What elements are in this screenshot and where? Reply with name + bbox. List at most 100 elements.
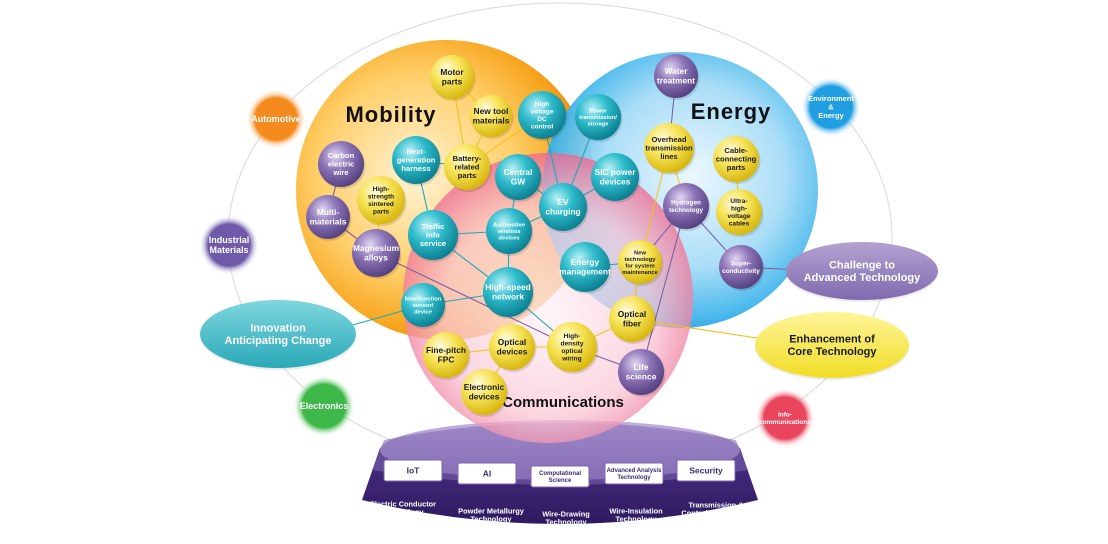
node-bubble	[430, 55, 474, 99]
node-bubble	[489, 324, 535, 370]
node-bubble	[401, 283, 445, 327]
node-bubble	[575, 94, 621, 140]
outer-item-info: Info-communications	[755, 388, 815, 448]
outer-item-automotive: Automotive	[246, 89, 306, 149]
node-bubble	[539, 183, 587, 231]
connector-line	[375, 252, 573, 348]
node-bubble	[618, 349, 664, 395]
node-bubble	[547, 322, 597, 372]
node-bubble	[495, 154, 541, 200]
energy-title: Energy	[691, 99, 772, 124]
node-bubble	[716, 189, 762, 235]
node-bubble	[719, 245, 763, 289]
node-bubble	[713, 136, 759, 182]
outer-item-label: Info-communications	[759, 412, 811, 426]
outer-item-label: Environment&Energy	[808, 94, 854, 120]
node-label: Multi-materials	[310, 207, 347, 226]
platform-box-label: AI	[483, 468, 492, 478]
outer-item-electronics: Electronics	[293, 375, 355, 437]
node-bubble	[486, 208, 532, 254]
node-bubble	[654, 54, 698, 98]
communications-title: Communications	[502, 394, 624, 411]
node-bubble	[352, 229, 400, 277]
mobility-title: Mobility	[345, 102, 436, 127]
node-label: Super-conductivity	[722, 261, 760, 275]
node-bubble	[618, 240, 662, 284]
node-bubble	[392, 136, 440, 184]
node-bubble	[444, 144, 490, 190]
node-bubble	[408, 210, 458, 260]
platform-box-label: IoT	[407, 465, 421, 475]
outer-item-label: Automotive	[251, 114, 301, 124]
node-bubble	[483, 267, 533, 317]
node-bubble	[461, 369, 507, 415]
platform-base-label: Transmission &Control Technology	[681, 500, 751, 517]
platform-box: AI	[457, 462, 517, 485]
platform-box: IoT	[383, 459, 443, 482]
platform-box: Security	[676, 459, 736, 482]
node-multi: Multi-materials	[306, 195, 352, 241]
